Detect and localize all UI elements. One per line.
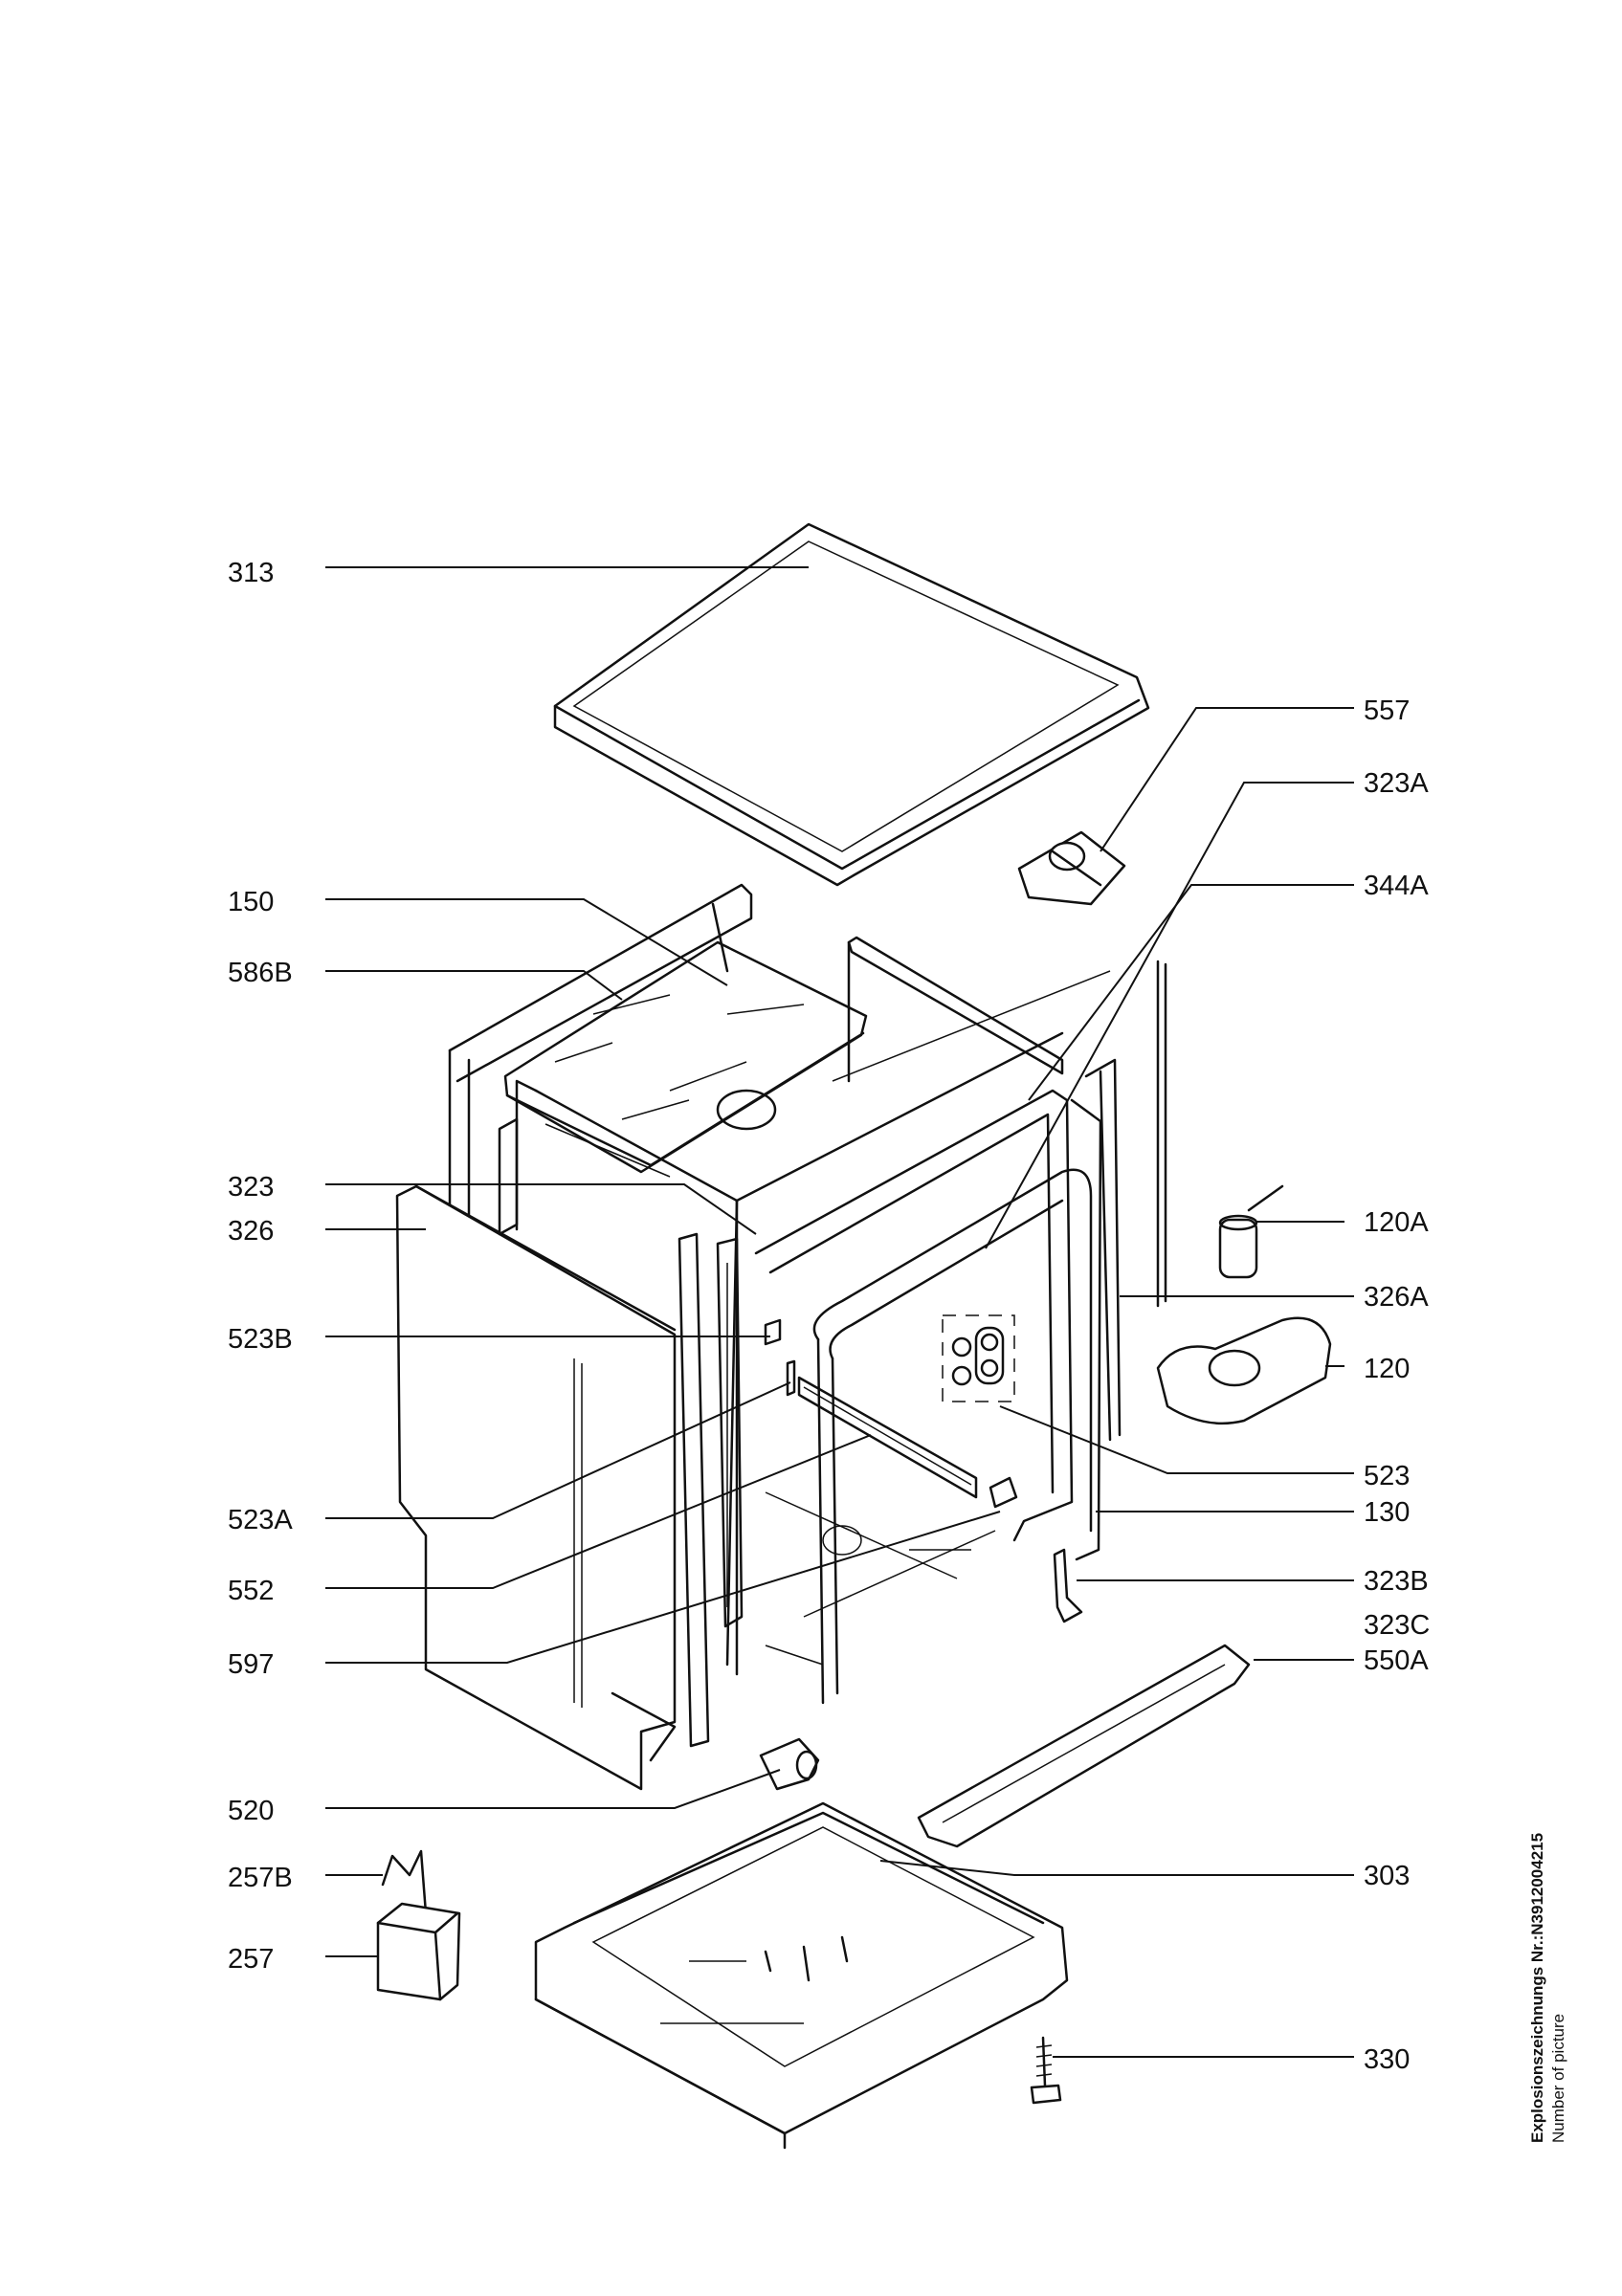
- label-523: 523: [1364, 1461, 1410, 1491]
- label-313: 313: [228, 558, 274, 588]
- label-303: 303: [1364, 1861, 1410, 1891]
- tub-interior: [765, 1491, 996, 1666]
- front-frame-part-323: [498, 1117, 744, 1748]
- label-257: 257: [228, 1944, 274, 1975]
- right-side-panel: [1084, 1058, 1122, 1442]
- door-seal-part-130: [754, 1089, 1102, 1705]
- inlet-part-523: [942, 1314, 1015, 1402]
- label-550A: 550A: [1364, 1645, 1429, 1676]
- guide-rail-part-552: [797, 1376, 978, 1499]
- side-panel-part-326: [395, 1184, 677, 1791]
- label-257B: 257B: [228, 1863, 293, 1893]
- label-597: 597: [228, 1649, 274, 1680]
- label-330: 330: [1364, 2044, 1410, 2075]
- clip-part-257B: [381, 1849, 428, 1915]
- base-pan-part-303: [534, 1801, 1069, 2150]
- label-523A: 523A: [228, 1505, 293, 1535]
- label-130: 130: [1364, 1497, 1410, 1528]
- clip-part-523B: [764, 1318, 782, 1346]
- leader-lines: [325, 566, 1354, 2058]
- label-323: 323: [228, 1172, 274, 1203]
- label-586B: 586B: [228, 958, 293, 988]
- clip-part-523A: [786, 1359, 796, 1397]
- filter-part-120A: [1218, 1184, 1284, 1279]
- hinge-part-323B: [1053, 1548, 1083, 1623]
- label-326A: 326A: [1364, 1282, 1429, 1313]
- label-523B: 523B: [228, 1324, 293, 1355]
- label-520: 520: [228, 1796, 274, 1826]
- container-part-257: [376, 1902, 461, 2001]
- label-344A: 344A: [1364, 871, 1429, 901]
- sound-pad-part-150: [503, 940, 868, 1174]
- filter-plate-part-120: [1156, 1316, 1332, 1425]
- label-120: 120: [1364, 1354, 1410, 1384]
- label-552: 552: [228, 1576, 274, 1606]
- worktop-part-313: [553, 522, 1150, 887]
- label-323B: 323B: [1364, 1566, 1429, 1597]
- label-326: 326: [228, 1216, 274, 1247]
- side-rod-part-326A: [1156, 960, 1167, 1308]
- screw-part-330: [1030, 2036, 1062, 2105]
- label-150: 150: [228, 887, 274, 917]
- part-520: [759, 1737, 820, 1791]
- label-120A: 120A: [1364, 1207, 1429, 1238]
- label-557: 557: [1364, 695, 1410, 726]
- picture-caption: Number of picture: [1549, 2014, 1567, 2143]
- insulation-roll-part-557: [1017, 830, 1126, 906]
- label-323C: 323C: [1364, 1610, 1430, 1641]
- bracket-part-597: [989, 1476, 1018, 1509]
- lower-bar-part-550A: [917, 1644, 1251, 1848]
- label-323A: 323A: [1364, 768, 1429, 799]
- drawing-number: Explosionszeichnungs Nr.:N3912004215: [1528, 1833, 1546, 2143]
- rear-right-frame: [847, 936, 1064, 1083]
